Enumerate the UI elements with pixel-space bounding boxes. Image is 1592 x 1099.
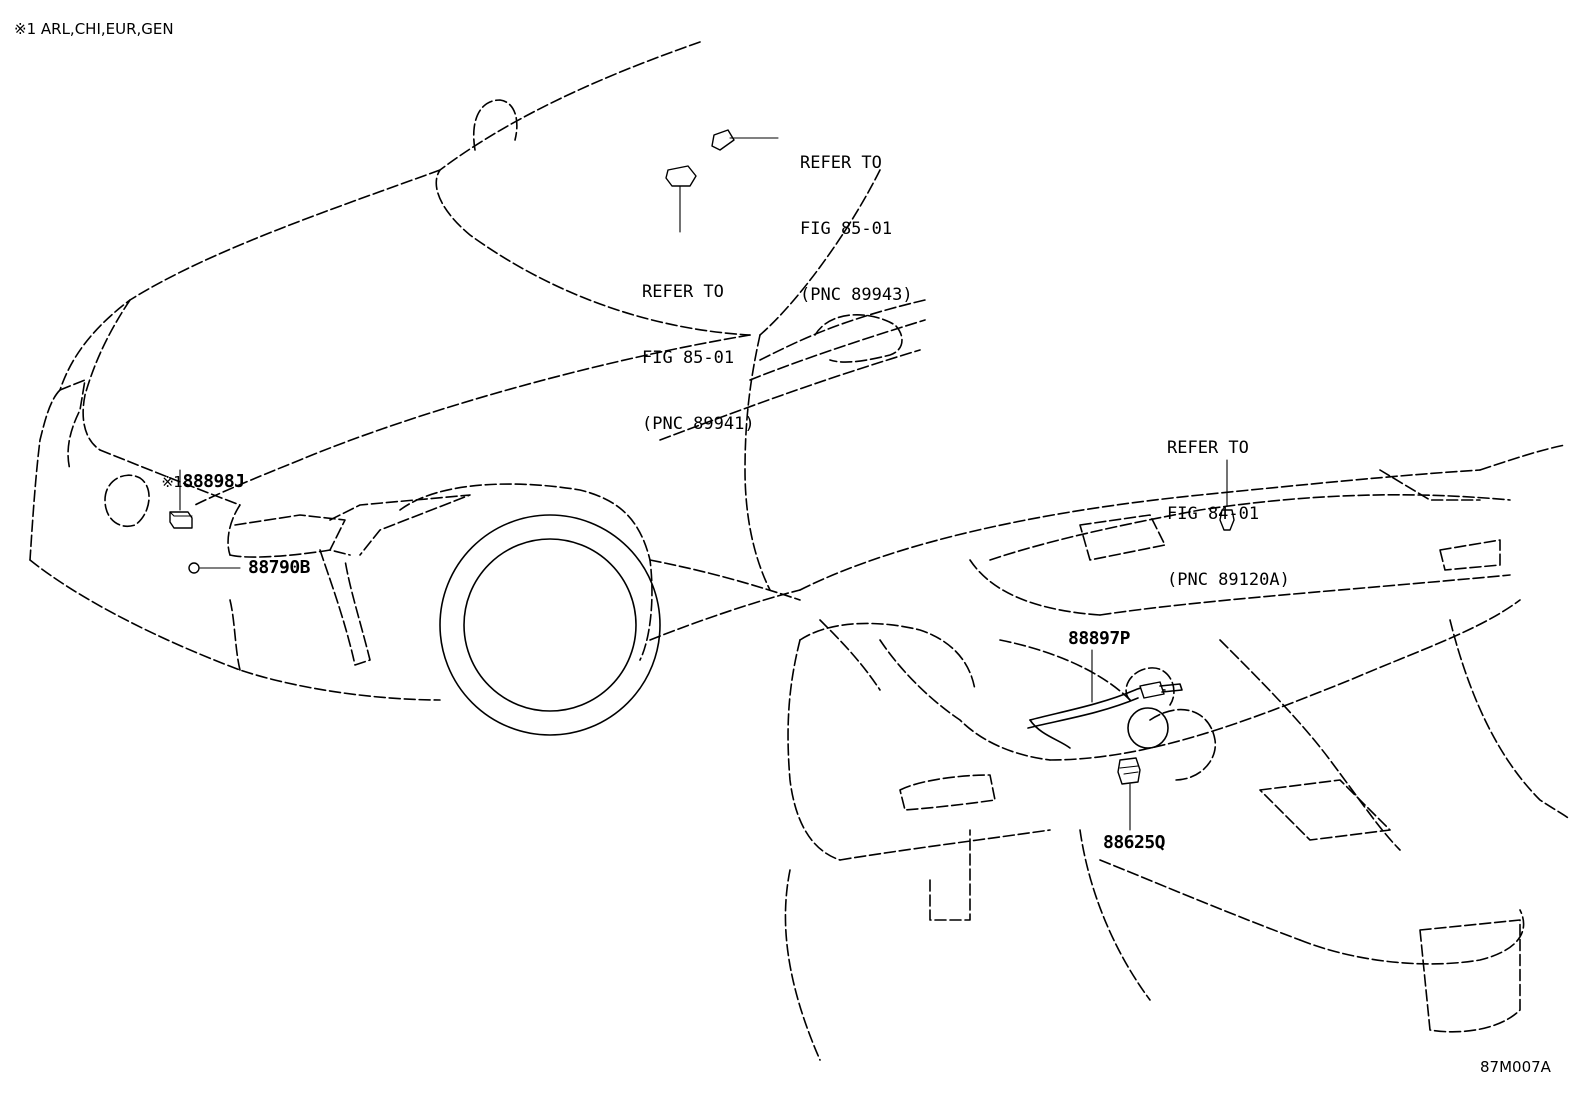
applicability-marker: ※1 [161,473,183,491]
roof-sensor-parts [665,129,779,233]
reference-line: FIG 85-01 [800,219,893,239]
applicability-note: ※1 ARL,CHI,EUR,GEN [14,20,174,38]
reference-line: (PNC 89943) [800,285,913,305]
reference-callout-89120A[interactable]: REFER TO FIG 84-01 (PNC 89120A) [1167,393,1290,635]
part-callout-88897P[interactable]: 88897P [1068,628,1131,649]
reference-line: FIG 85-01 [642,348,735,368]
reference-line: REFER TO [1167,438,1249,458]
reference-line: REFER TO [642,282,724,302]
reference-callout-89941[interactable]: REFER TO FIG 85-01 (PNC 89941) [642,237,755,479]
figure-code: 87M007A [1480,1058,1551,1076]
dashboard-interior-drawing [784,444,1569,1061]
part-callout-88625Q[interactable]: 88625Q [1103,832,1166,853]
reference-line: REFER TO [800,153,882,173]
part-callout-88790B[interactable]: 88790B [248,557,311,578]
part-callout-88898J[interactable]: ※188898J [120,450,245,513]
reference-line: FIG 84-01 [1167,504,1260,524]
part-number: 88898J [182,471,245,492]
reference-line: (PNC 89941) [642,414,755,434]
reference-callout-89943[interactable]: REFER TO FIG 85-01 (PNC 89943) [800,108,913,350]
reference-line: (PNC 89120A) [1167,570,1290,590]
car-exterior-drawing [29,41,926,736]
